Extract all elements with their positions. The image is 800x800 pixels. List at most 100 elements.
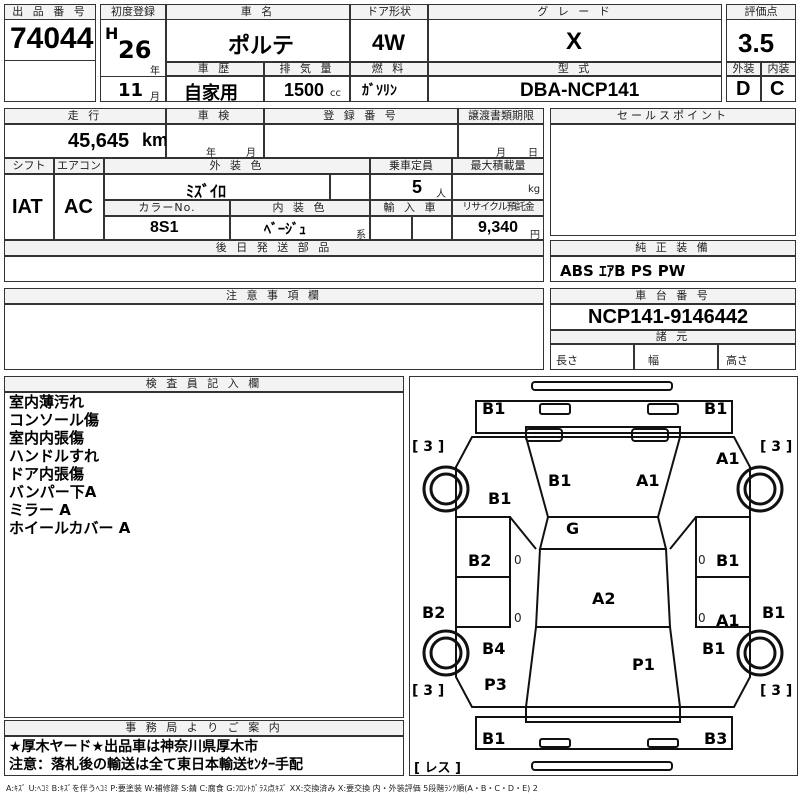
tire-front-left: [ 3 ] <box>412 439 445 455</box>
shift-box <box>4 174 54 240</box>
office-label: 事 務 局 よ り ご 案 内 <box>4 720 404 736</box>
dmg-glass: G <box>566 519 580 538</box>
spec-height-box <box>718 344 796 370</box>
reg-era: H <box>105 24 119 43</box>
dmg-rear-left: B1 <box>482 729 506 748</box>
displacement-label: 排 気 量 <box>264 62 350 76</box>
load-label: 最大積載量 <box>452 158 544 174</box>
sales-label: セールスポイント <box>550 108 796 124</box>
dmg-rear-right: B3 <box>704 729 728 748</box>
legend-text: A:ｷｽﾞ U:ﾍｺﾐ B:ｷｽﾞを伴うﾍｺﾐ P:要塗装 W:補修跡 S:錆 … <box>6 784 538 793</box>
car-name: ポルテ <box>228 34 295 59</box>
spec-length-box <box>550 344 634 370</box>
caution-label: 注 意 事 項 欄 <box>4 288 544 304</box>
note-line: バンパー下A <box>9 483 97 501</box>
score-value: 3.5 <box>738 28 775 58</box>
mileage-value: 45,645 <box>68 130 130 152</box>
color-value: ﾐｽﾞｲﾛ <box>186 182 227 201</box>
office-line: 注意：落札後の輸送は全て東日本輸送ｾﾝﾀｰ手配 <box>9 757 303 773</box>
dmg-hood-right: A1 <box>636 471 660 490</box>
mileage-unit: km <box>142 130 169 150</box>
car-outline <box>422 381 784 771</box>
reg-month: 11 <box>118 80 144 101</box>
lot-number: 74044 <box>10 22 94 55</box>
chassis-label: 車 台 番 号 <box>550 288 796 304</box>
office-line: ★厚木ヤード★出品車は神奈川県厚木市 <box>9 739 259 755</box>
office-notes: ★厚木ヤード★出品車は神奈川県厚木市 注意：落札後の輸送は全て東日本輸送ｾﾝﾀｰ… <box>9 738 303 774</box>
grade-label: グ レ ー ド <box>428 4 722 20</box>
note-line: 室内薄汚れ <box>9 393 85 411</box>
ac-label: エアコン <box>54 158 104 174</box>
int-color-value: ﾍﾞｰｼﾞｭ <box>264 222 306 238</box>
transfer-day: 日 <box>528 148 538 159</box>
equipment-label: 純 正 装 備 <box>550 240 796 256</box>
recycle-value: 9,340 <box>478 219 519 236</box>
exterior-label: 外装 <box>726 62 761 76</box>
regno-label: 登 録 番 号 <box>264 108 458 124</box>
note-line: ドア内張傷 <box>9 465 85 483</box>
mileage-box <box>4 124 166 158</box>
color-sub-box <box>330 174 370 200</box>
spec-width: 幅 <box>648 354 659 367</box>
load-box <box>452 174 544 200</box>
dmg-door-lf: B2 <box>468 551 492 570</box>
capacity-value: 5 <box>412 177 423 197</box>
dmg-quarter-right: B1 <box>702 639 726 658</box>
history-label: 車 歴 <box>166 62 264 76</box>
note-line: 室内内張傷 <box>9 429 85 447</box>
later-parts-label: 後 日 発 送 部 品 <box>4 240 544 256</box>
reg-label: 初度登録 <box>100 4 166 20</box>
dmg-door-rf: B1 <box>716 551 740 570</box>
dmg-rocker-right: B1 <box>762 603 786 622</box>
fuel-label: 燃 料 <box>350 62 428 76</box>
fuel-box <box>350 76 428 102</box>
transfer-label: 譲渡書類期限 <box>458 108 544 124</box>
inspector-notes: 室内薄汚れ コンソール傷 室内内張傷 ハンドルすれ ドア内張傷 バンパー下A ミ… <box>9 393 130 537</box>
interior-label: 内装 <box>761 62 796 76</box>
note-line: コンソール傷 <box>9 411 100 429</box>
door-type: 4W <box>372 30 405 55</box>
ext-box <box>726 76 761 102</box>
lot-label: 出 品 番 号 <box>4 4 96 20</box>
dmg-quarter-left: B4 <box>482 639 506 658</box>
tire-rear-left: [ 3 ] <box>412 683 445 699</box>
inspection-year: 年 <box>206 148 216 159</box>
zero-right-1: 0 <box>698 553 706 567</box>
tire-rear-right: [ 3 ] <box>760 683 793 699</box>
inspection-month: 月 <box>246 148 256 159</box>
equipment-value: ABS ｴｱB PS PW <box>560 262 686 280</box>
transfer-month: 月 <box>496 148 506 159</box>
history-value: 自家用 <box>184 83 238 104</box>
import-box-2 <box>412 216 452 240</box>
recycle-box <box>452 216 544 240</box>
shift-label: シフト <box>4 158 54 174</box>
spec-label: 諸 元 <box>550 330 796 344</box>
grade-value: X <box>566 28 583 55</box>
caution-box <box>4 304 544 370</box>
dmg-hood-left: B1 <box>548 471 572 490</box>
dmg-trunk: P1 <box>632 655 655 674</box>
score-label: 評価点 <box>726 4 796 20</box>
reg-month-box <box>100 76 166 102</box>
reg-year: 26 <box>118 36 152 64</box>
regno-box <box>264 124 458 158</box>
dmg-fender-right: A1 <box>716 449 740 468</box>
fuel-value: ｶﾞｿﾘﾝ <box>362 83 397 99</box>
note-line: ホイールカバー A <box>9 519 131 537</box>
year-unit: 年 <box>150 66 160 77</box>
ac-box <box>54 174 104 240</box>
dmg-front-right: B1 <box>704 399 728 418</box>
spec-height: 高さ <box>726 354 748 367</box>
import-label: 輸 入 車 <box>370 200 452 216</box>
cc-unit: cc <box>330 88 341 99</box>
inspection-box <box>166 124 264 158</box>
sales-box <box>550 124 796 236</box>
colorno-value: 8S1 <box>150 219 179 236</box>
displacement-value: 1500 <box>284 80 325 100</box>
inspection-label: 車 検 <box>166 108 264 124</box>
inspector-box <box>4 392 404 718</box>
inspector-label: 検 査 員 記 入 欄 <box>4 376 404 392</box>
int-box <box>761 76 796 102</box>
note-line: ハンドルすれ <box>9 447 100 465</box>
model-label: 型 式 <box>428 62 722 76</box>
